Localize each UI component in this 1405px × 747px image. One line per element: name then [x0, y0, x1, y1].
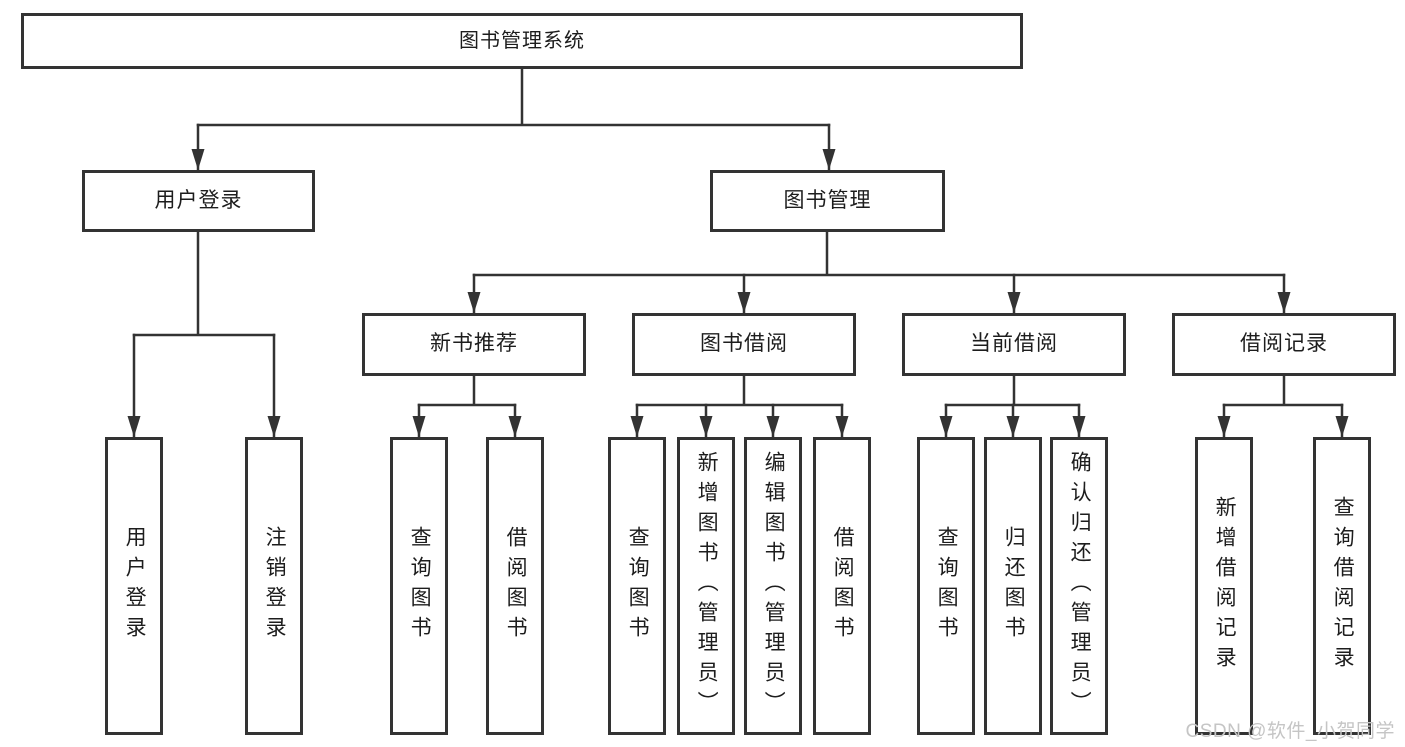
node-current-borrow: 当前借阅 [902, 313, 1126, 376]
tree-branch-lines [132, 67, 1344, 407]
leaf-edit-books-admin: 编辑图书（管理员） [744, 437, 802, 735]
leaf-confirm-return-admin: 确认归还（管理员） [1050, 437, 1108, 735]
node-book-management: 图书管理 [710, 170, 945, 232]
leaf-borrow-query-books: 查询图书 [608, 437, 666, 735]
node-new-book-recommend: 新书推荐 [362, 313, 586, 376]
node-book-borrow: 图书借阅 [632, 313, 856, 376]
node-library-system: 图书管理系统 [21, 13, 1023, 69]
leaf-return-books: 归还图书 [984, 437, 1042, 735]
leaf-query-borrow-record: 查询借阅记录 [1313, 437, 1371, 735]
leaf-current-query-books: 查询图书 [917, 437, 975, 735]
leaf-recommend-borrow-books: 借阅图书 [486, 437, 544, 735]
leaf-user-login: 用户登录 [105, 437, 163, 735]
leaf-add-books-admin: 新增图书（管理员） [677, 437, 735, 735]
leaf-borrow-books: 借阅图书 [813, 437, 871, 735]
node-user-login: 用户登录 [82, 170, 315, 232]
leaf-recommend-query-books: 查询图书 [390, 437, 448, 735]
leaf-logout: 注销登录 [245, 437, 303, 735]
arrow-icons [127, 123, 1349, 439]
leaf-add-borrow-record: 新增借阅记录 [1195, 437, 1253, 735]
node-borrow-records: 借阅记录 [1172, 313, 1396, 376]
